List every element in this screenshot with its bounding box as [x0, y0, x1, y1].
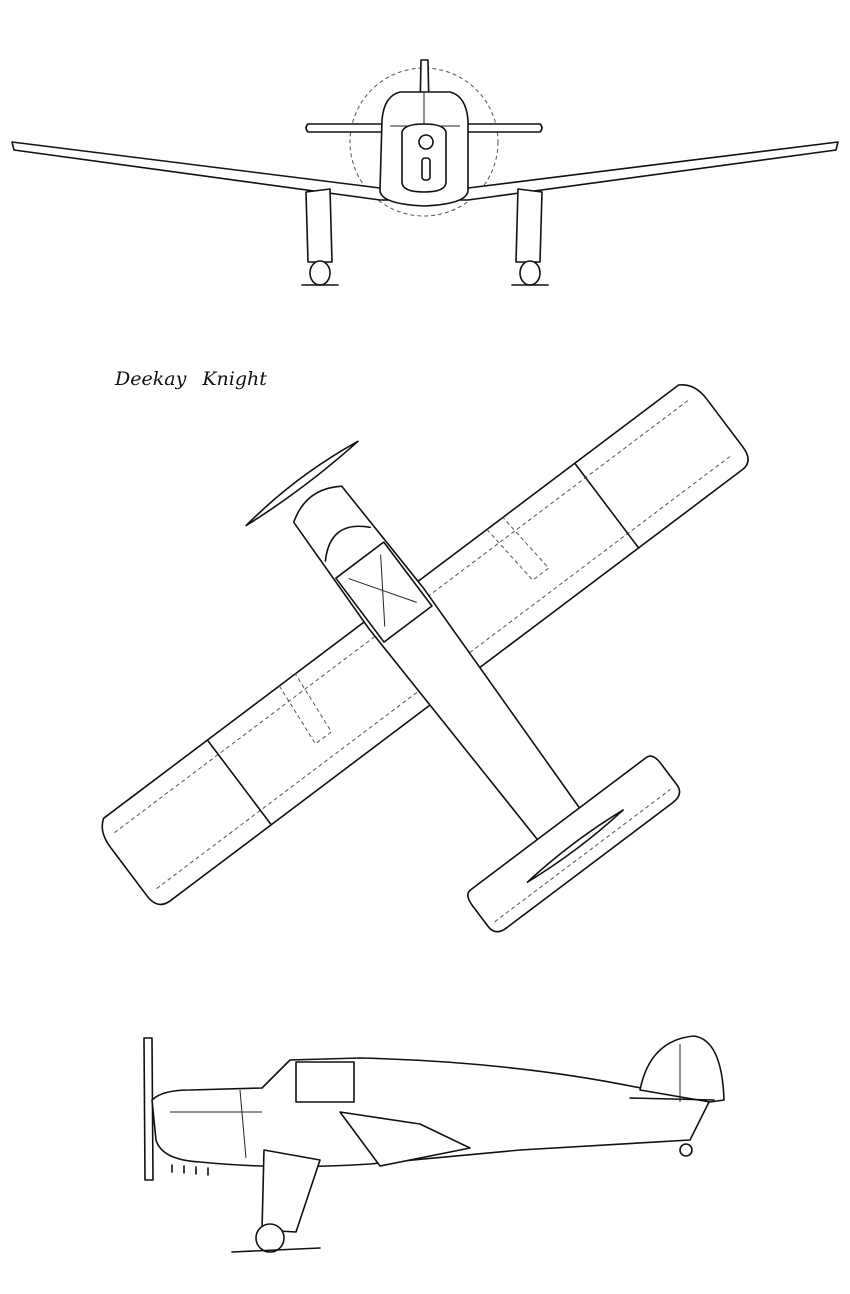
rudder-plan [526, 809, 624, 883]
canopy-side [295, 1061, 355, 1103]
propeller-side [143, 1037, 154, 1181]
drawing-title: Deekay Knight [115, 368, 267, 390]
right-gear-leg [515, 188, 543, 263]
fin-side [639, 1035, 725, 1103]
spinner-front [418, 134, 434, 150]
propeller-plan [245, 440, 359, 527]
wing-side [339, 1111, 471, 1167]
propeller-disc [349, 67, 499, 217]
cockpit-plan [335, 541, 433, 643]
left-gear-leg [305, 188, 333, 263]
tail-wheel-side [679, 1143, 693, 1157]
main-wheel-side [255, 1223, 285, 1253]
main-gear-side [261, 1149, 321, 1233]
